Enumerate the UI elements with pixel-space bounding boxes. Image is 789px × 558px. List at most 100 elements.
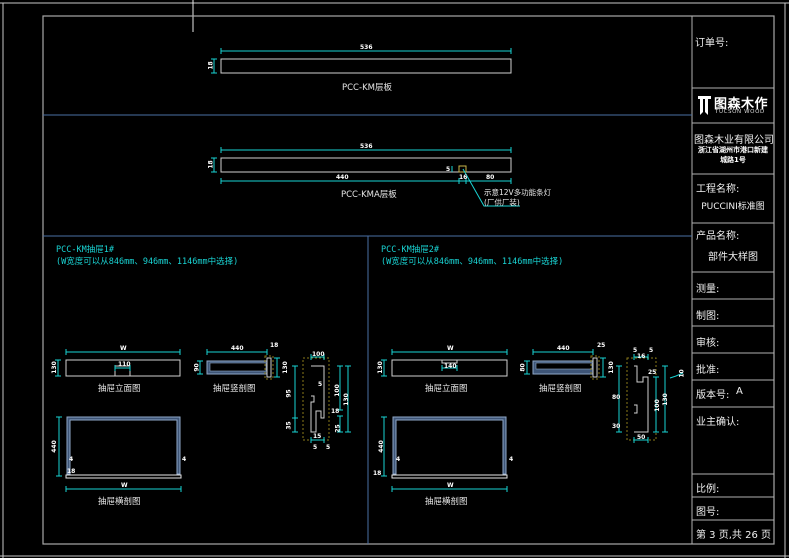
shelf-caption: PCC-KM层板 — [342, 83, 392, 93]
drawer1-hsec-dim-w: W — [121, 482, 128, 489]
drawer2-profile-dim-2: 5 — [649, 347, 654, 354]
drawer1-elev-dim-w: W — [120, 345, 127, 352]
drawer2-vsec-dim-h: 80 — [519, 363, 527, 372]
shelf-light-caption: PCC-KMA层板 — [341, 190, 397, 200]
drawer2-profile-dim-7: 10 — [678, 369, 686, 378]
brand-name: 图森木作 — [714, 97, 769, 112]
drawer2-elev-dim-w: W — [447, 345, 454, 352]
shelf-light-dim-slot: 16 — [459, 174, 468, 181]
owner-confirm-label: 业主确认: — [696, 417, 740, 428]
scale-label: 比例: — [696, 484, 720, 495]
inner-frame — [42, 15, 775, 545]
drawer2-subtitle: (W宽度可以从846mm、946mm、1146mm中选择) — [381, 257, 564, 267]
drawer2-hsec-dim-w: W — [447, 482, 454, 489]
drawer2-profile-dim-1: 16 — [637, 353, 646, 360]
drawer1-vsec-dim-depth: 440 — [231, 345, 244, 352]
drawer2-vsection-caption: 抽屉竖剖图 — [539, 384, 582, 394]
drawer2-profile-dim-9: 50 — [637, 434, 646, 441]
drawer2-elevation-caption: 抽屉立面图 — [425, 384, 468, 394]
drawer1-hsec-dim-side-left: 4 — [69, 456, 74, 463]
drawer2-vsection — [524, 349, 606, 380]
version-value: A — [736, 386, 743, 397]
led-note-line2: (厂供厂装) — [484, 198, 520, 207]
project-value: PUCCINI标准图 — [701, 202, 765, 212]
brand-subtitle: TUCSON WOOD — [715, 109, 765, 115]
drawer1-hsection — [56, 416, 182, 492]
shelf-light-dim-width: 536 — [360, 143, 373, 150]
page-info: 第 3 页,共 26 页 — [696, 530, 771, 541]
drawer1-profile-dim-0: 100 — [312, 351, 325, 358]
drawer2-hsec-dim-corner: 18 — [373, 470, 382, 477]
drawer2-elevation — [381, 349, 508, 377]
drawer1-subtitle: (W宽度可以从846mm、946mm、1146mm中选择) — [56, 257, 239, 267]
title-block-frame — [691, 16, 774, 544]
project-label: 工程名称: — [696, 184, 740, 195]
drawer2-hsec-dim-side-right: 4 — [509, 456, 514, 463]
drawer1-profile-dim-10: 5 — [326, 444, 331, 451]
shelf-dim-height: 18 — [207, 61, 215, 70]
drawer1-elevation — [55, 349, 181, 377]
draw-label: 制图: — [696, 311, 720, 322]
drawer1-vsec-dim-side: 130 — [281, 361, 289, 374]
drawer2-profile — [616, 354, 684, 443]
drawer2-profile-dim-0: 5 — [633, 347, 638, 354]
drawer2-vsec-dim-side: 130 — [607, 361, 615, 374]
drawer2-profile-dim-8: 30 — [612, 423, 621, 430]
drawer1-profile-dim-7: 25 — [334, 424, 342, 433]
drawer1-profile-dim-1: 5 — [318, 381, 323, 388]
drawer2-profile-dim-3: 25 — [648, 369, 657, 376]
drawer2-title: PCC-KM抽屉2# — [381, 245, 439, 255]
shelf-light-dim-right: 80 — [486, 174, 495, 181]
drawer2-hsection — [381, 416, 508, 492]
drawer1-hsec-dim-side-right: 4 — [182, 456, 187, 463]
drawer2-hsection-caption: 抽屉横剖图 — [425, 497, 468, 507]
product-label: 产品名称: — [696, 231, 740, 242]
drawer1-vsection-caption: 抽屉竖剖图 — [213, 384, 256, 394]
shelf-light-dim-left: 440 — [336, 174, 349, 181]
drawer1-hsec-dim-corner: 18 — [67, 468, 76, 475]
drawer1-profile — [292, 354, 351, 443]
drawer1-vsection — [197, 349, 280, 380]
drawer1-elev-dim-h: 130 — [50, 361, 58, 374]
drawer1-elev-dim-handle: 110 — [118, 361, 131, 368]
drawer2-vsec-dim-front: 25 — [597, 342, 606, 349]
drawer1-profile-dim-6: 130 — [342, 393, 350, 406]
shelf-light-dim-height: 18 — [207, 160, 215, 169]
drawer1-hsection-caption: 抽屉横剖图 — [98, 497, 141, 507]
section-dividers — [43, 114, 692, 544]
drawer2-hsec-dim-side-left: 4 — [396, 456, 401, 463]
shelf-dim-width: 536 — [360, 44, 373, 51]
drawer1-title: PCC-KM抽屉1# — [56, 245, 114, 255]
drawer1-profile-dim-3: 35 — [285, 421, 293, 430]
drawer1-profile-dim-8: 15 — [313, 433, 322, 440]
version-label: 版本号: — [696, 390, 730, 401]
drawer2-hsec-dim-depth: 440 — [377, 440, 385, 453]
drawer2-profile-dim-6: 130 — [661, 393, 669, 406]
order-no-label: 订单号: — [695, 38, 729, 49]
shelf-light-dim-slot-depth: 5 — [446, 166, 451, 173]
approve-label: 批准: — [696, 365, 720, 376]
drawer1-profile-dim-9: 5 — [313, 444, 318, 451]
company-name: 图森木业有限公司 — [694, 135, 774, 146]
product-value: 部件大样图 — [708, 252, 758, 263]
drawer1-profile-dim-2: 95 — [285, 389, 293, 398]
drawer1-vsec-dim-h: 90 — [193, 363, 201, 372]
drawer1-profile-dim-5: 100 — [333, 384, 341, 397]
review-label: 审核: — [696, 338, 720, 349]
drawer1-elevation-caption: 抽屉立面图 — [98, 384, 141, 394]
drawer2-vsec-dim-depth: 440 — [557, 345, 570, 352]
drawer2-profile-dim-5: 100 — [653, 399, 661, 412]
drawer2-profile-dim-4: 80 — [612, 394, 621, 401]
led-note-line1: 示意12V多功能条灯 — [484, 188, 552, 197]
drawer1-profile-dim-4: 18 — [331, 408, 340, 415]
shelf-drawing — [211, 48, 512, 74]
measure-label: 测量: — [696, 284, 720, 295]
drawer1-vsec-dim-front: 18 — [270, 342, 279, 349]
drawing-no-label: 图号: — [696, 507, 720, 518]
brand-logo-icon — [697, 95, 711, 115]
company-address-line2: 城路1号 — [720, 156, 746, 164]
drawer1-hsec-dim-depth: 440 — [50, 440, 58, 453]
drawer2-elev-dim-handle: 140 — [444, 363, 457, 370]
